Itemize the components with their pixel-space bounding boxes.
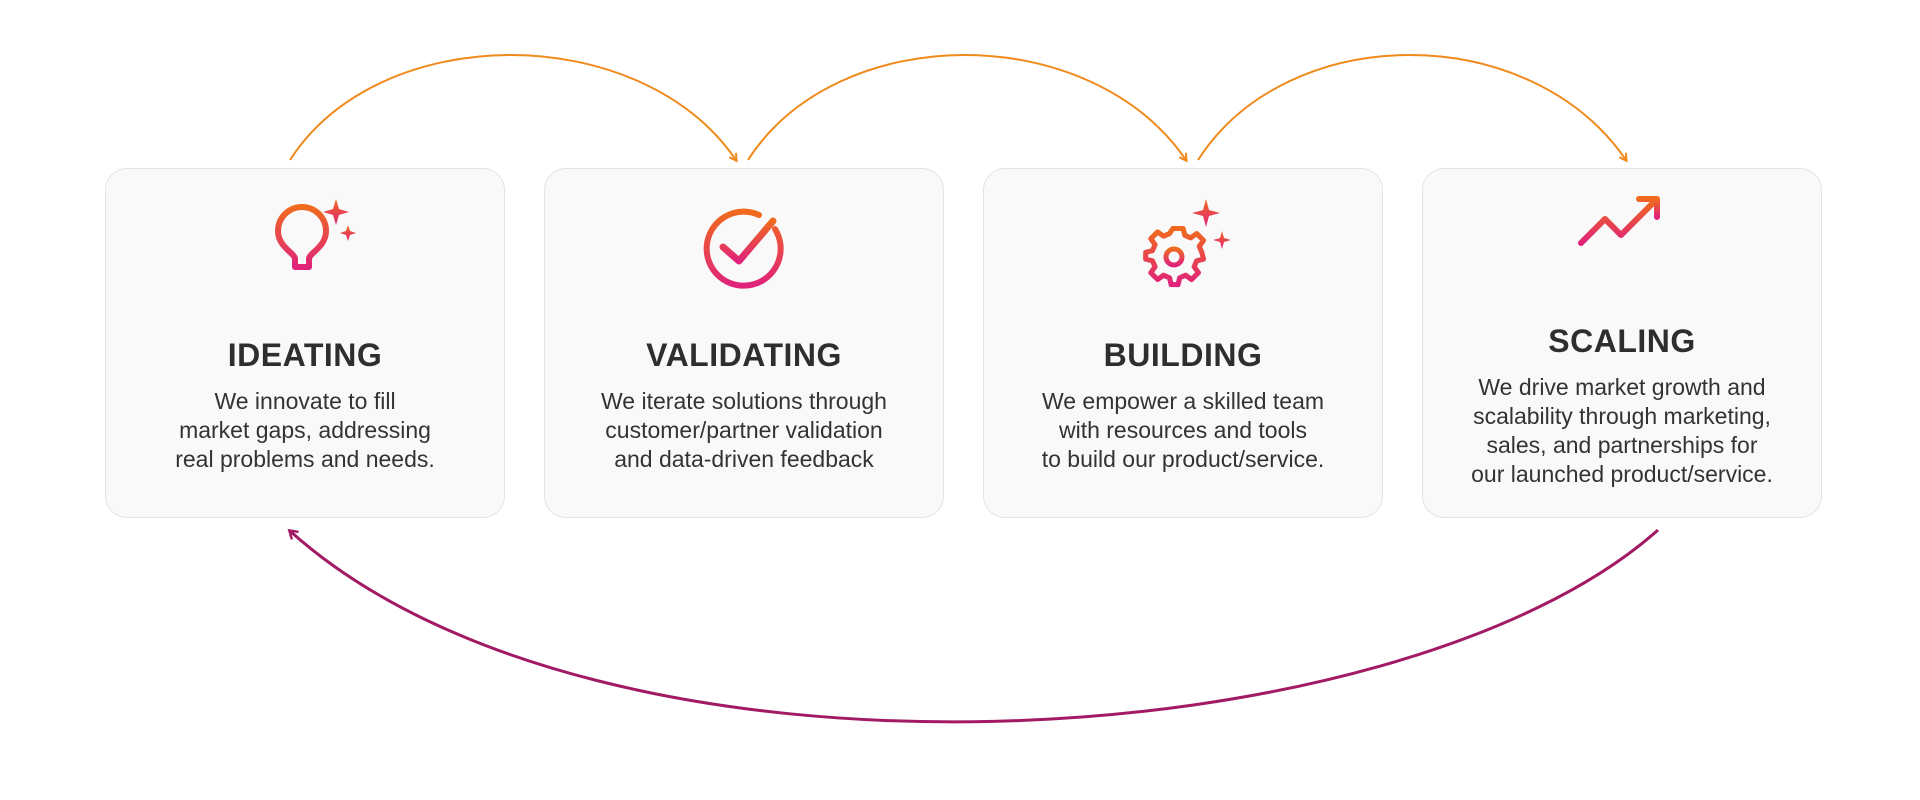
- step-card-building: BUILDING We empower a skilled team with …: [983, 168, 1383, 518]
- step-description: We drive market growth and scalability t…: [1471, 374, 1773, 487]
- gear-sparkle-icon: [1128, 195, 1238, 305]
- step-title: IDEATING: [227, 337, 383, 373]
- arrow-building-to-scaling: [1197, 54, 1626, 160]
- step-title: VALIDATING: [646, 337, 842, 373]
- step-description: We empower a skilled team with resources…: [1041, 388, 1325, 472]
- step-card-validating: VALIDATING We iterate solutions through …: [544, 168, 944, 518]
- arrow-scaling-to-ideating: [290, 530, 1659, 724]
- step-description: We innovate to fill market gaps, address…: [175, 388, 435, 472]
- step-title: BUILDING: [1103, 337, 1263, 373]
- arrow-validating-to-building: [747, 54, 1186, 160]
- arrow-ideating-to-validating: [289, 54, 736, 160]
- growth-chart-icon: [1567, 189, 1677, 299]
- step-description: We iterate solutions through customer/pa…: [601, 388, 887, 472]
- step-title: SCALING: [1548, 323, 1696, 359]
- lightbulb-sparkle-icon: [250, 195, 360, 305]
- check-circle-icon: [689, 195, 799, 305]
- step-card-ideating: IDEATING We innovate to fill market gaps…: [105, 168, 505, 518]
- step-card-scaling: SCALING We drive market growth and scala…: [1422, 168, 1822, 518]
